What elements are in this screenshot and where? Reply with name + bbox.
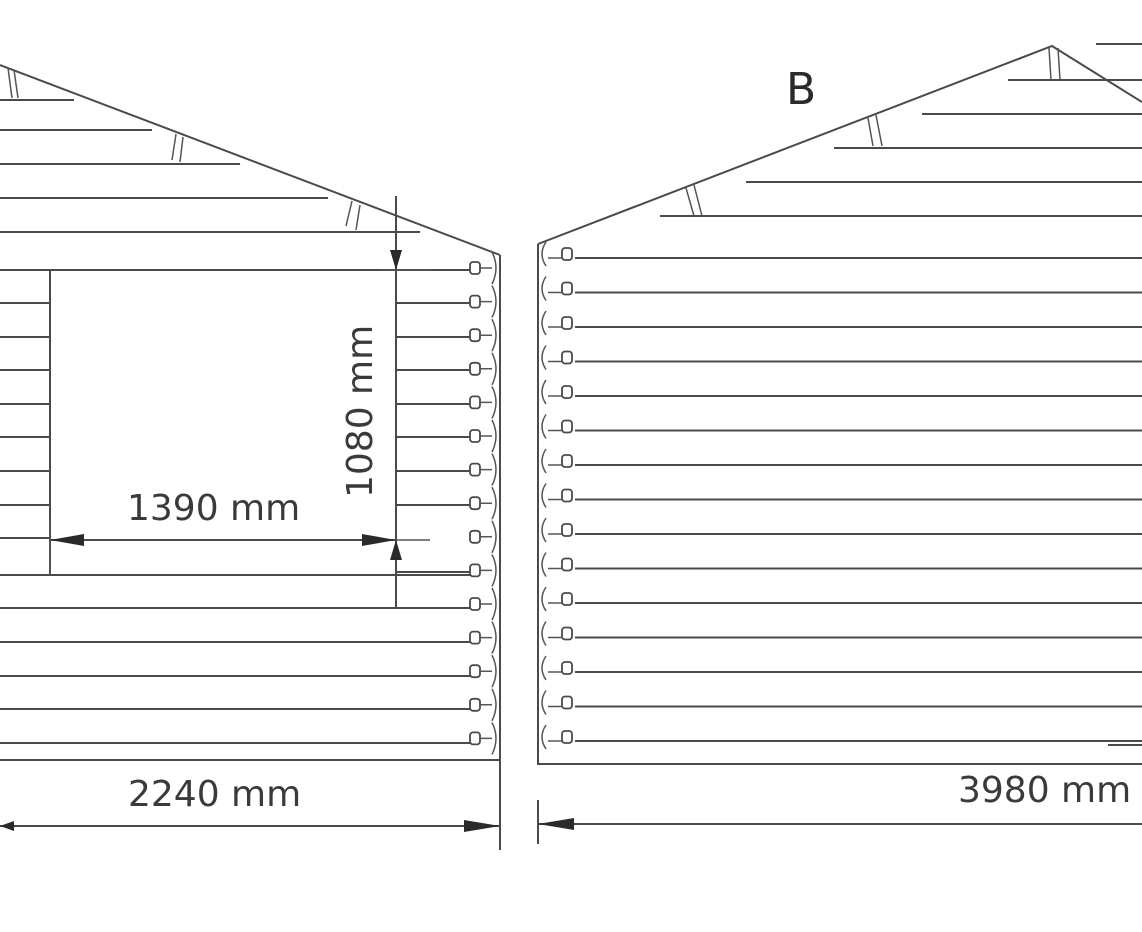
right-truss-post	[867, 114, 883, 147]
log-end-notch	[469, 688, 497, 722]
log-end-notch	[469, 386, 497, 419]
window-height-label: 1080 mm	[340, 325, 381, 498]
left-wall-width-dimension: 2240 mm	[0, 760, 501, 850]
view-b-label: B	[786, 64, 816, 115]
window-height-dimension: 1080 mm	[340, 196, 430, 608]
left-gable-roof-edge	[0, 64, 501, 256]
log-end-notch	[541, 345, 573, 370]
log-end-notch	[541, 724, 573, 750]
left-corner-notches	[469, 251, 497, 755]
log-end-notch	[541, 517, 573, 543]
log-end-notch	[541, 552, 573, 577]
log-end-notch	[469, 554, 497, 587]
left-wall-width-label: 2240 mm	[128, 774, 301, 815]
log-end-notch	[469, 352, 497, 386]
right-wall-end	[537, 244, 1142, 765]
log-end-notch	[469, 251, 497, 285]
right-truss-post	[685, 184, 703, 217]
log-end-notch	[541, 655, 573, 681]
log-end-notch	[541, 379, 573, 405]
log-end-notch	[469, 520, 497, 554]
right-wall-width-dimension: 3980 mm	[537, 770, 1142, 844]
log-end-notch	[541, 276, 573, 301]
log-end-notch	[469, 587, 497, 621]
log-end-notch	[469, 486, 497, 520]
log-end-notch	[541, 586, 573, 612]
window-width-dimension: 1390 mm	[49, 488, 396, 575]
log-end-notch	[541, 448, 573, 474]
right-wall-logs	[575, 257, 1142, 742]
right-gable-logs	[660, 79, 1142, 217]
right-corner-notches	[541, 241, 573, 750]
log-end-notch	[469, 453, 497, 486]
log-end-notch	[541, 483, 573, 508]
log-end-notch	[541, 621, 573, 646]
log-end-notch	[469, 285, 497, 318]
log-end-notch	[469, 318, 497, 352]
right-wall-width-label: 3980 mm	[958, 770, 1131, 811]
right-wall-elevation: B 3980 mm	[537, 43, 1142, 844]
right-wall-logs-beside-window	[396, 302, 470, 573]
right-gable-roof-edge	[537, 44, 1142, 245]
left-truss-post	[171, 133, 184, 163]
log-end-notch	[469, 621, 497, 654]
left-truss-post	[7, 67, 19, 99]
window-width-label: 1390 mm	[127, 488, 300, 529]
log-end-notch	[541, 241, 573, 267]
left-wall-logs-beside-window	[0, 302, 50, 539]
left-truss-post	[345, 200, 361, 231]
left-wall-elevation: 1080 mm 1390 mm 2240 mm	[0, 64, 501, 850]
log-end-notch	[469, 654, 497, 688]
left-gable-logs	[0, 99, 420, 233]
log-end-notch	[541, 310, 573, 336]
left-wall-logs-below-window	[0, 574, 470, 744]
log-end-notch	[469, 419, 497, 453]
log-end-notch	[541, 414, 573, 439]
right-truss-post	[1048, 47, 1061, 81]
log-end-notch	[469, 722, 497, 755]
log-end-notch	[541, 690, 573, 715]
